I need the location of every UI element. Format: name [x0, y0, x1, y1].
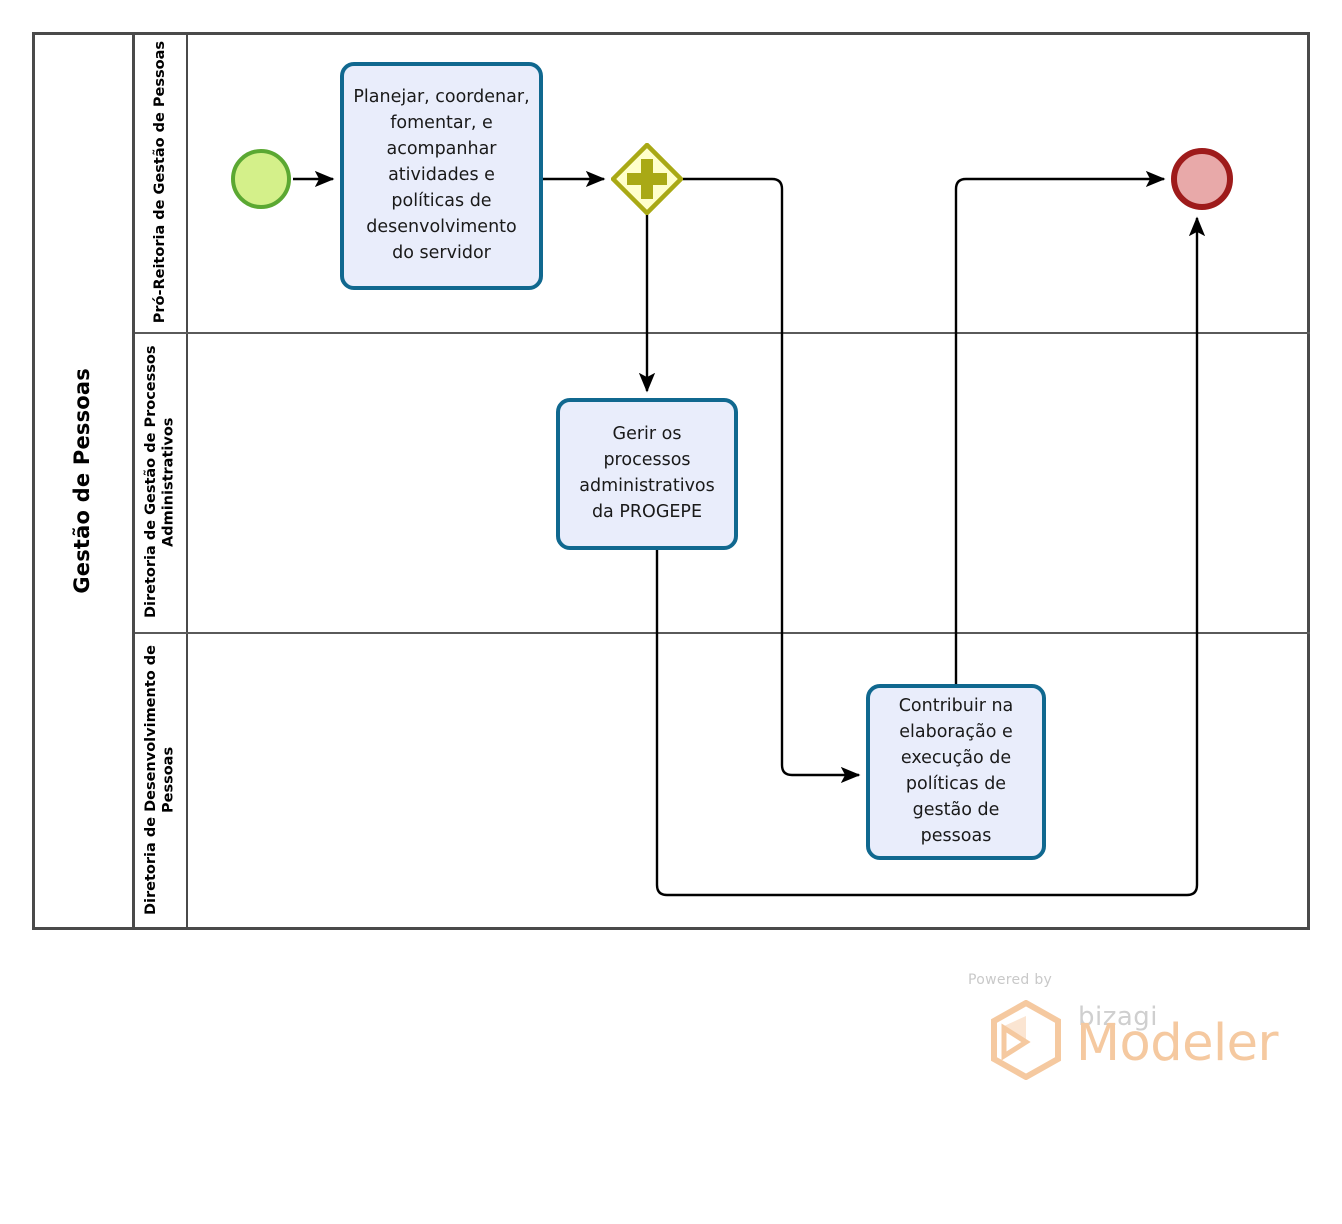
pool-title-label: Gestão de Pessoas — [70, 368, 94, 594]
task-label: Contribuir na elaboração e execução de p… — [898, 696, 1014, 846]
lane-label-desenvolvimento-de-pessoas: Diretoria de Desenvolvimento de Pessoas — [142, 645, 177, 915]
lane-header-desenvolvimento-de-pessoas[interactable]: Diretoria de Desenvolvimento de Pessoas — [135, 632, 188, 928]
lane-header-pro-reitoria[interactable]: Pró-Reitoria de Gestão de Pessoas — [135, 32, 188, 332]
lane-label-processos-administrativos: Diretoria de Gestão de Processos Adminis… — [142, 345, 177, 619]
lane-divider-2 — [135, 632, 1310, 634]
parallel-gateway[interactable] — [609, 141, 685, 217]
task-contribuir-politicas-gestao-pessoas[interactable]: Contribuir na elaboração e execução de p… — [866, 684, 1046, 860]
pool-title: Gestão de Pessoas — [32, 32, 135, 930]
lane-header-processos-administrativos[interactable]: Diretoria de Gestão de Processos Adminis… — [135, 332, 188, 632]
watermark-brand-label: bizagi — [1078, 1002, 1159, 1032]
bizagi-watermark: Powered by bizagi Modeler — [968, 972, 1278, 1082]
plus-icon — [627, 159, 667, 199]
start-event[interactable] — [231, 149, 291, 209]
task-gerir-processos-administrativos[interactable]: Gerir os processos administrativos da PR… — [556, 398, 738, 550]
task-label: Gerir os processos administrativos da PR… — [579, 424, 715, 522]
task-planejar-coordenar-fomentar[interactable]: Planejar, coordenar, fomentar, e acompan… — [340, 62, 543, 290]
bizagi-hexagon-logo-icon — [990, 999, 1062, 1081]
end-event[interactable] — [1171, 148, 1233, 210]
task-label: Planejar, coordenar, fomentar, e acompan… — [353, 87, 530, 263]
watermark-powered-by-label: Powered by — [968, 972, 1053, 988]
watermark-product-label: Modeler — [1076, 1014, 1278, 1073]
lane-divider-1 — [135, 332, 1310, 334]
lane-label-pro-reitoria: Pró-Reitoria de Gestão de Pessoas — [151, 40, 168, 324]
